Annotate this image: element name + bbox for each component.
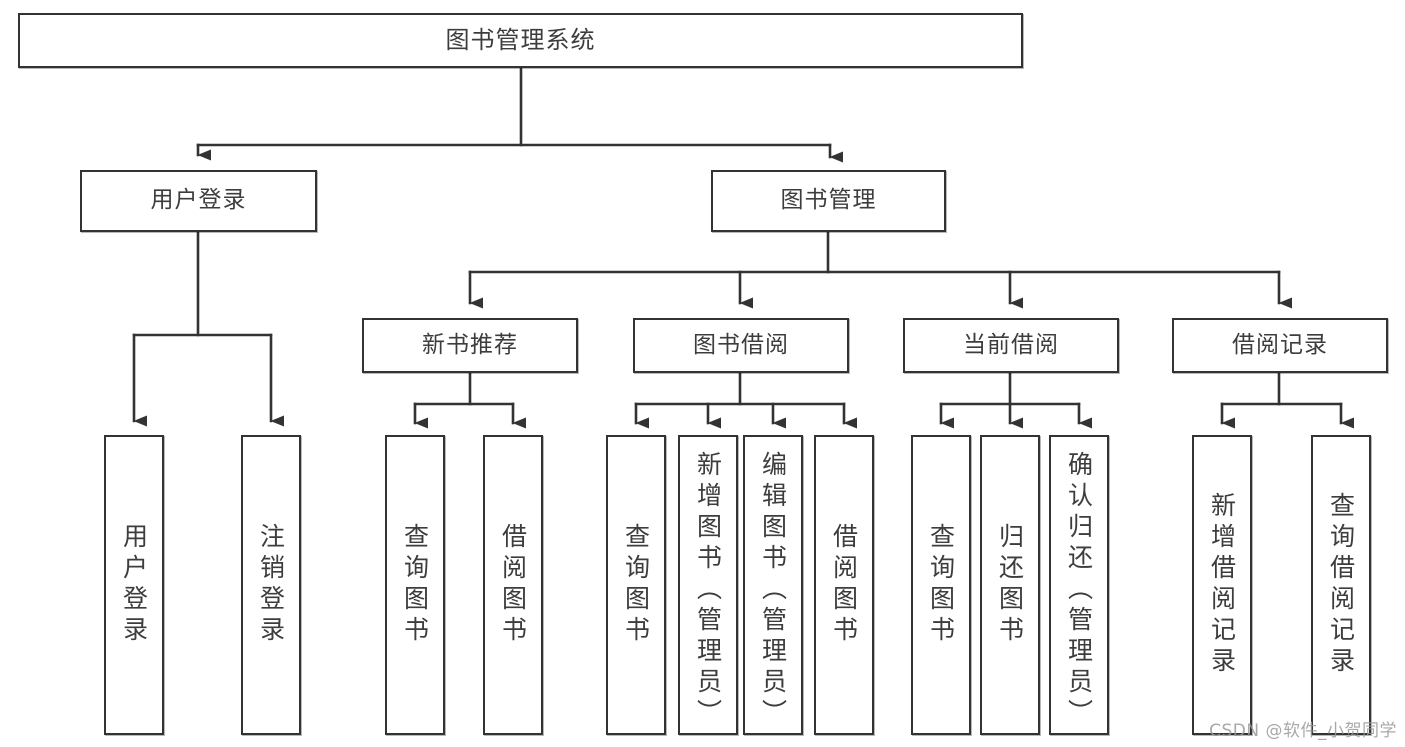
node-label: 归还图书 (995, 523, 1025, 647)
leaf-current-query-books[interactable]: 查询图书 (911, 435, 971, 735)
leaf-borrow-borrow-books[interactable]: 借阅图书 (814, 435, 874, 735)
node-label: 确认归还（管理员） (1064, 451, 1094, 730)
node-book-borrowing[interactable]: 图书借阅 (633, 318, 849, 373)
node-root-book-management-system[interactable]: 图书管理系统 (18, 13, 1023, 68)
node-current-borrowing[interactable]: 当前借阅 (903, 318, 1119, 373)
node-label: 借阅图书 (498, 523, 528, 647)
node-label: 当前借阅 (963, 331, 1059, 358)
node-book-management[interactable]: 图书管理 (711, 170, 946, 232)
leaf-record-add-borrow-record[interactable]: 新增借阅记录 (1192, 435, 1252, 735)
node-label: 用户登录 (119, 523, 149, 647)
node-new-book-recommendation[interactable]: 新书推荐 (362, 318, 578, 373)
node-label: 编辑图书（管理员） (758, 451, 788, 730)
node-label: 图书借阅 (693, 331, 789, 358)
node-label: 新增图书（管理员） (693, 451, 723, 730)
leaf-logout[interactable]: 注销登录 (241, 435, 301, 735)
node-borrowing-record[interactable]: 借阅记录 (1172, 318, 1388, 373)
node-label: 查询图书 (621, 523, 651, 647)
leaf-current-return-books[interactable]: 归还图书 (980, 435, 1040, 735)
leaf-new-book-query-books[interactable]: 查询图书 (385, 435, 445, 735)
leaf-current-confirm-return-admin[interactable]: 确认归还（管理员） (1049, 435, 1109, 735)
node-label: 图书管理系统 (445, 26, 596, 55)
node-label: 查询图书 (400, 523, 430, 647)
csdn-watermark: CSDN @软件_小贺同学 (1209, 721, 1397, 741)
leaf-new-book-borrow-books[interactable]: 借阅图书 (483, 435, 543, 735)
node-label: 注销登录 (256, 523, 286, 647)
node-label: 查询借阅记录 (1326, 492, 1356, 678)
node-label: 新书推荐 (422, 331, 518, 358)
node-label: 图书管理 (780, 187, 877, 214)
leaf-borrow-query-books[interactable]: 查询图书 (606, 435, 666, 735)
leaf-borrow-add-book-admin[interactable]: 新增图书（管理员） (678, 435, 738, 735)
node-label: 用户登录 (150, 187, 247, 214)
leaf-borrow-edit-book-admin[interactable]: 编辑图书（管理员） (743, 435, 803, 735)
node-label: 借阅记录 (1232, 331, 1328, 358)
node-label: 借阅图书 (829, 523, 859, 647)
leaf-record-query-borrow-record[interactable]: 查询借阅记录 (1311, 435, 1371, 735)
node-user-login[interactable]: 用户登录 (80, 170, 317, 232)
node-label: 查询图书 (926, 523, 956, 647)
leaf-user-login[interactable]: 用户登录 (104, 435, 164, 735)
node-label: 新增借阅记录 (1207, 492, 1237, 678)
